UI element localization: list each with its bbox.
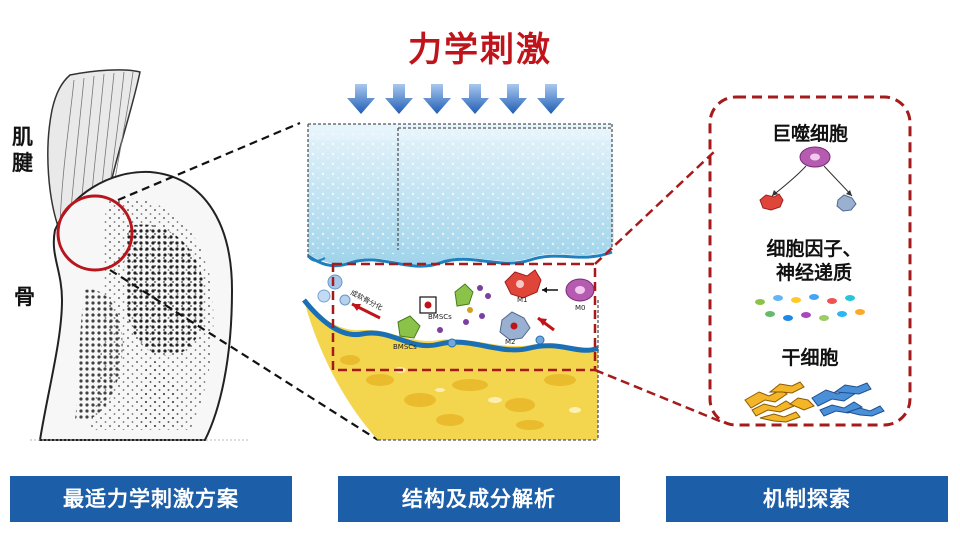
force-arrow bbox=[347, 84, 375, 114]
mechanism-box bbox=[708, 95, 912, 427]
banner-structure-analysis: 结构及成分解析 bbox=[338, 476, 620, 522]
banner-optimal-stimulation: 最适力学刺激方案 bbox=[10, 476, 292, 522]
tissue-cube: 成软骨分化 BMSCs BMSCs M1 M0 M2 bbox=[300, 123, 614, 441]
m1-label: M1 bbox=[517, 296, 528, 304]
bmsc-cell bbox=[454, 283, 474, 307]
diagram-title: 力学刺激 bbox=[408, 30, 552, 70]
force-arrow bbox=[537, 84, 565, 114]
tendon-bone-illustration bbox=[30, 69, 250, 441]
banner-mechanism: 机制探索 bbox=[666, 476, 948, 522]
cell-region-highlight bbox=[331, 262, 597, 372]
tendon-label: 肌 腱 bbox=[12, 125, 33, 175]
cytokines-label: 细胞因子、 神经递质 bbox=[766, 238, 862, 284]
bmscs-label: BMSCs bbox=[393, 343, 417, 351]
macrophage-label: 巨噬细胞 bbox=[771, 123, 848, 145]
stem-cell-illustration bbox=[744, 381, 885, 423]
force-arrow bbox=[499, 84, 527, 114]
force-arrow bbox=[385, 84, 413, 114]
force-arrow bbox=[461, 84, 489, 114]
m2-label: M2 bbox=[505, 338, 516, 346]
macrophage-polarization bbox=[759, 146, 857, 212]
zoom-line-top bbox=[117, 121, 301, 202]
connector-line-bottom bbox=[594, 368, 723, 424]
bmscs-label: BMSCs bbox=[428, 313, 452, 321]
stem-cells-label: 干细胞 bbox=[781, 347, 839, 369]
m0-label: M0 bbox=[575, 304, 586, 312]
zoom-line-bottom bbox=[109, 269, 379, 441]
enthesis-highlight-circle bbox=[56, 194, 134, 272]
force-arrow bbox=[423, 84, 451, 114]
bmsc-cell bbox=[397, 315, 421, 339]
bone-label: 骨 bbox=[14, 285, 35, 309]
force-arrows bbox=[347, 84, 565, 114]
cytokine-dots bbox=[755, 294, 865, 321]
cube-cells bbox=[317, 269, 595, 348]
